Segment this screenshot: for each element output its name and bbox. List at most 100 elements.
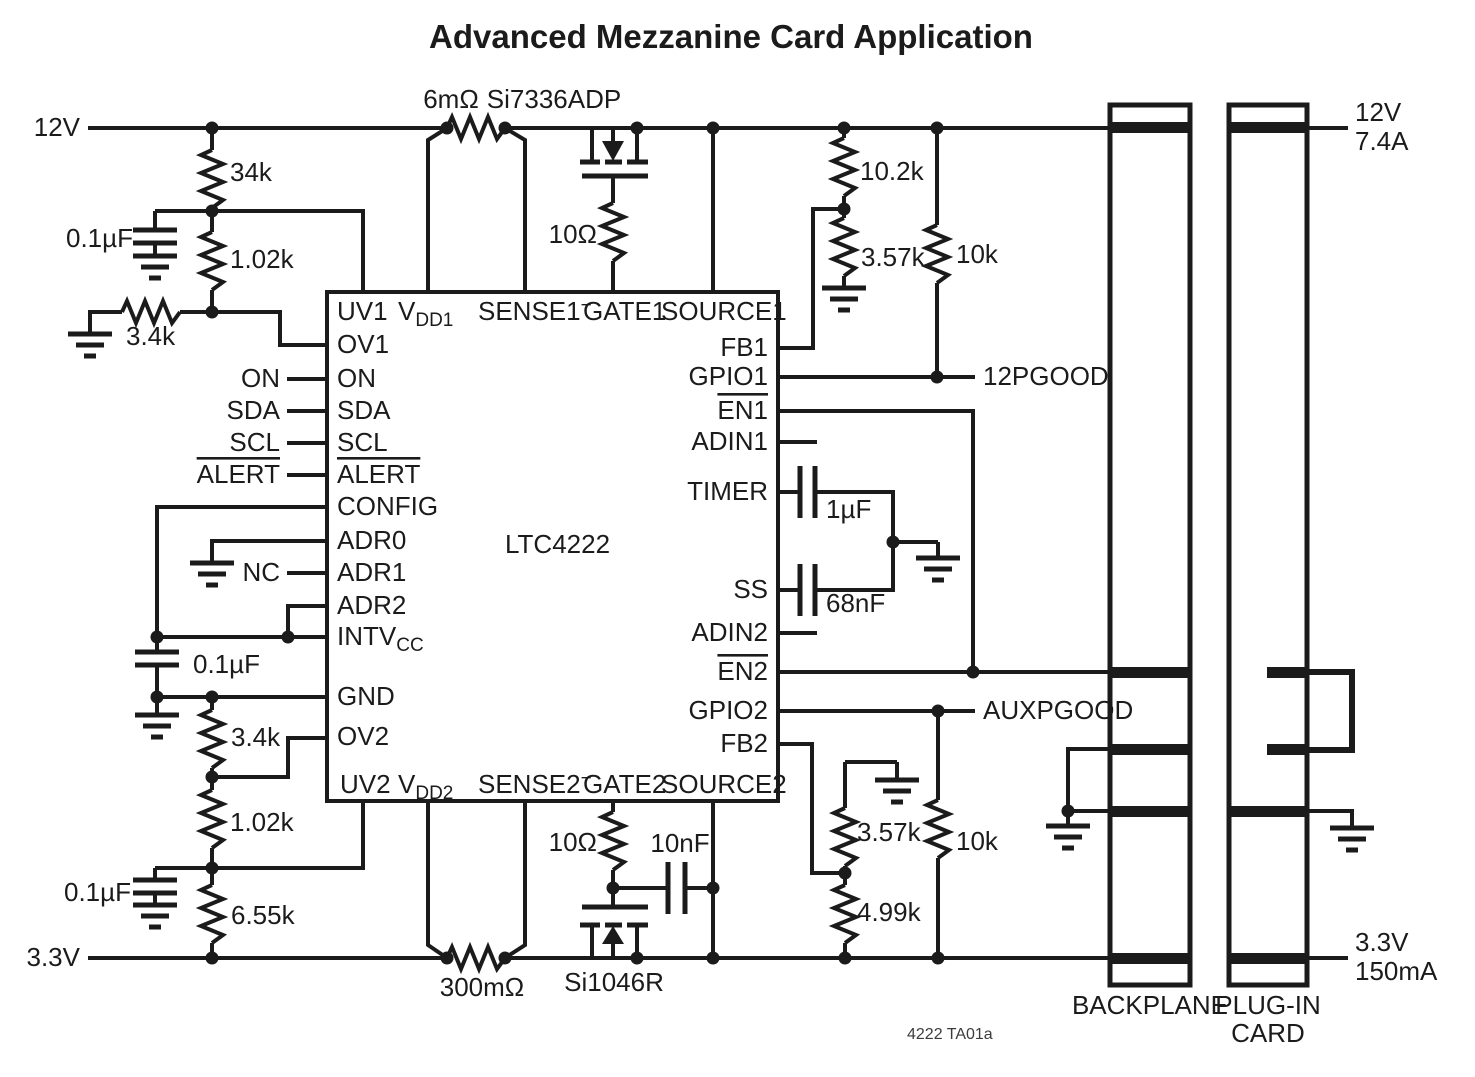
value-10ohm-top: 10Ω <box>549 219 597 249</box>
pin-gpio2: GPIO2 <box>689 695 768 725</box>
backplane-body <box>1107 102 1193 988</box>
value-3k4-top: 3.4k <box>126 321 176 351</box>
resistor-10k-bot <box>925 798 951 860</box>
pin-ov2: OV2 <box>337 721 389 751</box>
wire-timer <box>778 490 940 558</box>
plugin-contact-3v3 <box>1229 953 1307 964</box>
label-on: ON <box>241 363 280 393</box>
ground-r3k57-bot <box>875 780 919 802</box>
resistor-1k02-top <box>199 230 225 292</box>
value-4k99: 4.99k <box>857 897 922 927</box>
plugin-contact-12v <box>1229 122 1307 133</box>
capacitor-68n-ss <box>797 564 818 616</box>
resistor-6k55 <box>199 883 225 945</box>
plugin-contact-loop <box>1267 744 1307 755</box>
pin-config: CONFIG <box>337 491 438 521</box>
pin-fb2: FB2 <box>720 728 768 758</box>
resistor-1k02-bot <box>199 788 225 850</box>
pin-ov1: OV1 <box>337 329 389 359</box>
pin-on: ON <box>337 363 376 393</box>
resistor-4k99 <box>832 883 858 945</box>
label-figure-number: 4222 TA01a <box>907 1026 993 1043</box>
ground-r3k57-top <box>822 288 866 310</box>
resistor-10k2 <box>831 136 857 198</box>
label-plugin-line1: PLUG-IN <box>1215 990 1320 1020</box>
value-1k02-bot: 1.02k <box>230 807 295 837</box>
mosfet-si1046r <box>580 888 648 958</box>
ground-r3k4-top <box>68 334 112 356</box>
wire-gnd-pin <box>155 695 327 715</box>
ground-c100n-top <box>133 256 177 278</box>
plugin-body <box>1226 102 1310 988</box>
wire-adr2 <box>286 604 327 637</box>
label-backplane: BACKPLANE <box>1072 990 1228 1020</box>
wire-left-stubs <box>287 377 327 575</box>
wire-adr0 <box>210 539 327 563</box>
wire-vdd2-tap <box>426 801 449 960</box>
value-6mohm: 6mΩ <box>423 84 479 114</box>
ground-adr0 <box>190 563 234 585</box>
wire-ss <box>778 542 895 592</box>
plugin-contact-en <box>1267 667 1307 678</box>
resistor-3k57-top <box>831 216 857 278</box>
label-alert: ALERT <box>197 459 280 489</box>
wire-c100n-bot <box>153 866 212 905</box>
pin-sense2: SENSE2− <box>478 768 592 799</box>
value-6k55: 6.55k <box>231 900 296 930</box>
ic-part-number: LTC4222 <box>505 529 610 559</box>
ground-c100n-bot <box>133 905 177 927</box>
pin-adr0: ADR0 <box>337 525 406 555</box>
pin-gate2: GATE2 <box>583 769 666 799</box>
backplane-contact-en <box>1110 667 1190 678</box>
wire-vdd1-tap <box>426 126 449 292</box>
ground-gnd-pin <box>135 715 179 737</box>
value-10k-top: 10k <box>956 239 999 269</box>
label-3v3-out-current: 150mA <box>1355 956 1438 986</box>
label-sda: SDA <box>227 395 281 425</box>
label-nc: NC <box>242 557 280 587</box>
capacitor-100n-top <box>133 227 177 246</box>
label-12pgood: 12PGOOD <box>983 361 1109 391</box>
value-10ohm-bot: 10Ω <box>549 827 597 857</box>
label-auxpgood: AUXPGOOD <box>983 695 1133 725</box>
capacitor-100n-bot <box>133 877 177 896</box>
resistor-3k4-bot <box>199 708 225 770</box>
wire-en1 <box>778 409 975 672</box>
capacitor-1u-timer <box>797 466 818 518</box>
resistor-10ohm-gate1 <box>600 201 626 263</box>
pin-adr1: ADR1 <box>337 557 406 587</box>
value-1k02-top: 1.02k <box>230 244 295 274</box>
pin-alert: ALERT <box>337 459 420 489</box>
capacitor-10n-gate2 <box>665 862 688 914</box>
resistor-34k <box>199 148 225 210</box>
backplane-contact-12v <box>1110 122 1190 133</box>
value-3k57-bot: 3.57k <box>857 817 922 847</box>
pin-vdd1: VDD1 <box>398 296 453 331</box>
label-12v-out-current: 7.4A <box>1355 126 1409 156</box>
mosfet-si7336adp <box>580 128 648 179</box>
pin-gnd: GND <box>337 681 395 711</box>
value-100n-top: 0.1µF <box>66 223 133 253</box>
net-labels: 12V 3.3V ON SDA SCL ALERT NC 12PGOOD AUX… <box>27 97 1439 1048</box>
pin-scl: SCL <box>337 427 388 457</box>
backplane-gnd-link <box>1066 747 1110 826</box>
value-10n: 10nF <box>650 828 709 858</box>
label-12v-in: 12V <box>34 112 81 142</box>
backplane-contact-gnd1 <box>1110 744 1190 755</box>
resistor-6mohm-sense <box>445 115 507 141</box>
plugin-en-loop <box>1307 669 1355 753</box>
label-scl: SCL <box>229 427 280 457</box>
value-300mohm: 300mΩ <box>440 972 524 1002</box>
wire-fb2 <box>778 742 845 875</box>
junction-dots <box>150 121 1075 965</box>
pin-source1: SOURCE1 <box>661 296 787 326</box>
ic-ltc4222: LTC4222 UV1 VDD1 SENSE1− GATE1 SOURCE1 O… <box>325 290 787 804</box>
plugin-contact-gnd <box>1229 806 1307 817</box>
pin-ss: SS <box>733 574 768 604</box>
wire-uv2-node <box>212 801 365 870</box>
wire-ov1-step <box>212 310 327 347</box>
label-plugin-line2: CARD <box>1231 1018 1305 1048</box>
pin-sda: SDA <box>337 395 391 425</box>
